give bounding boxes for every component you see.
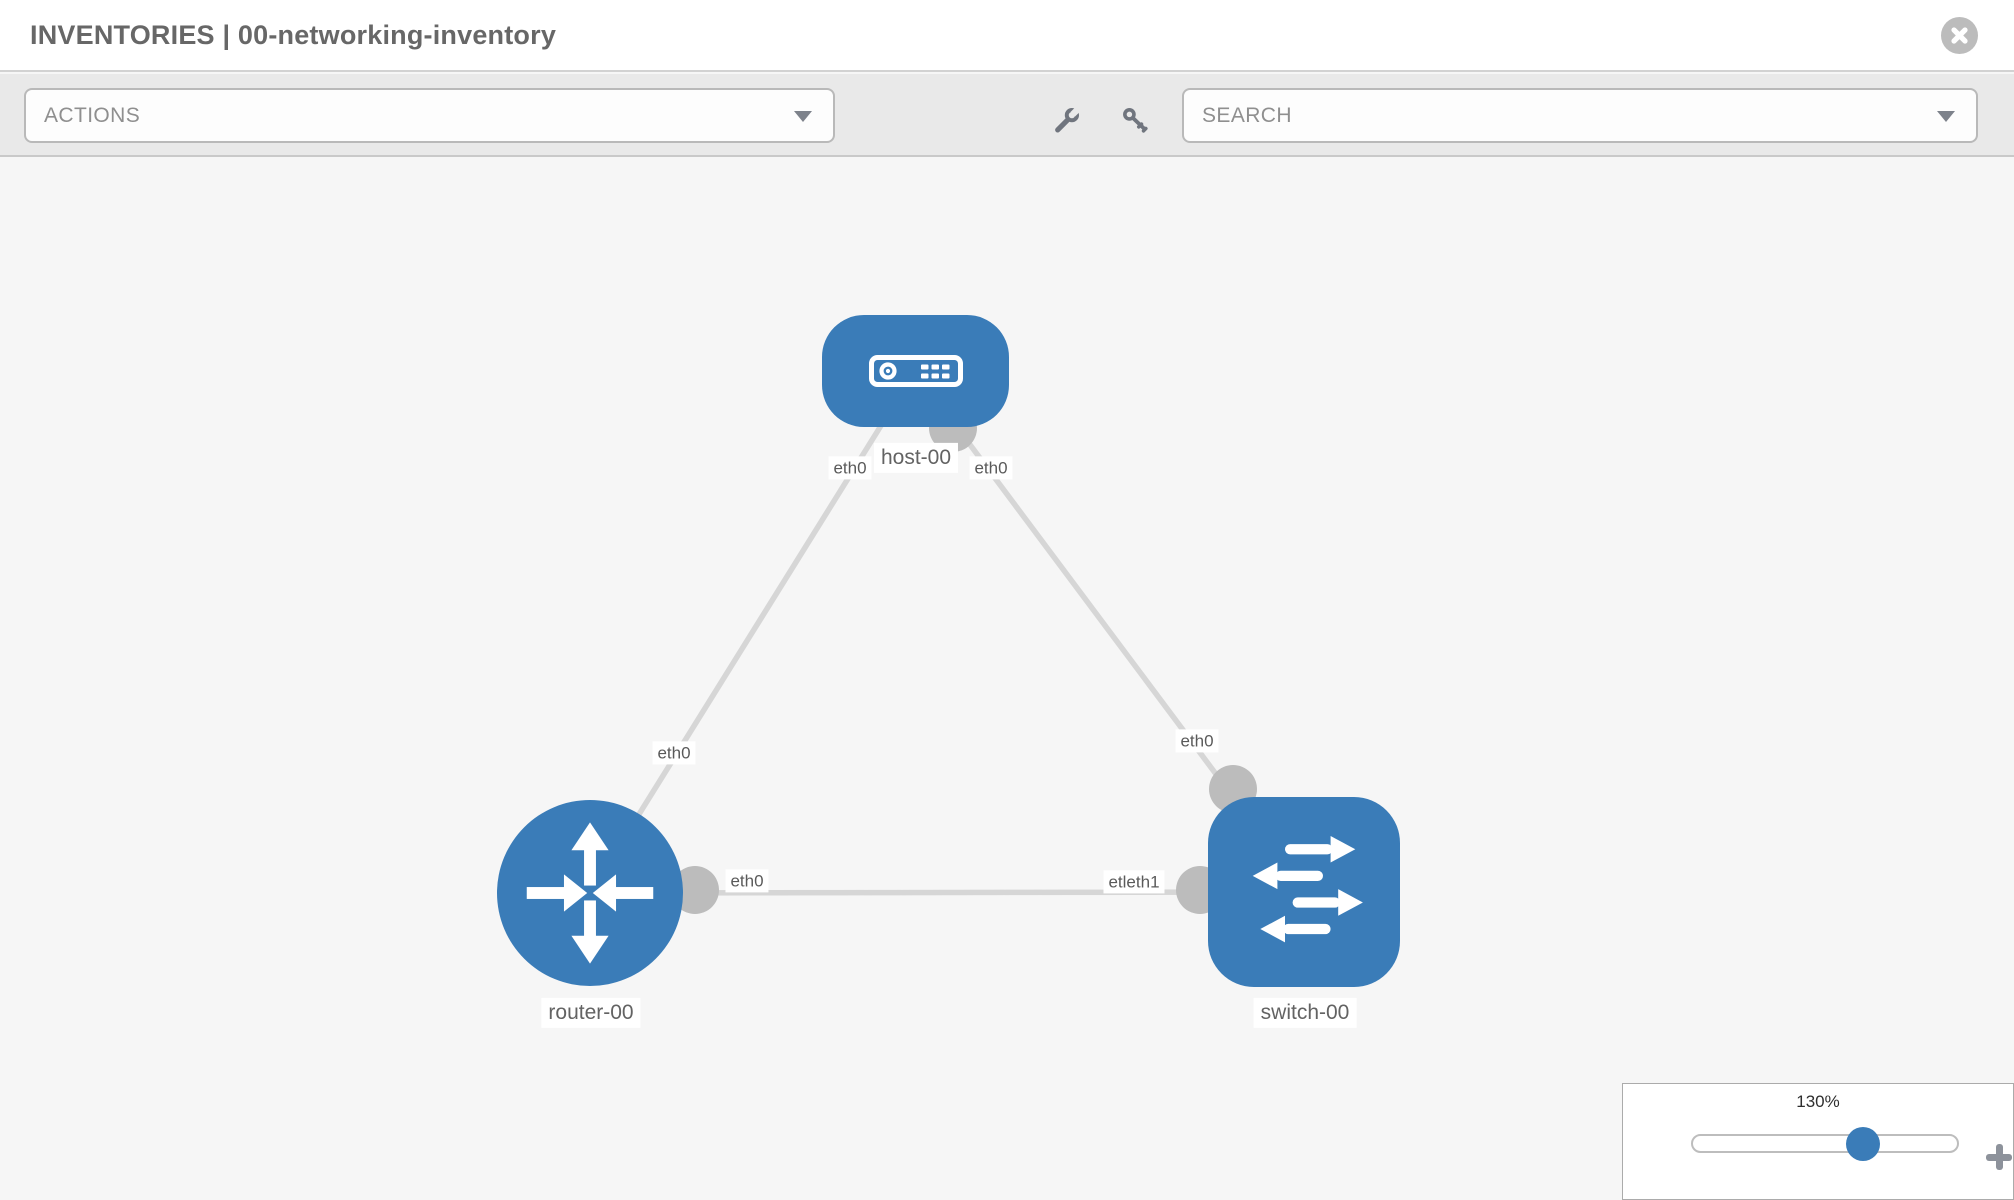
- port-label-host-left: eth0: [828, 456, 872, 480]
- zoom-level: 130%: [1796, 1092, 1840, 1111]
- toolbar: ACTIONS SEARCH: [0, 74, 2014, 157]
- close-icon: [1951, 26, 1968, 44]
- wrench-button[interactable]: [1047, 100, 1087, 140]
- topology-canvas[interactable]: host-00 router-00 switch-00 eth0 eth0 et…: [0, 157, 2014, 1200]
- node-label-router: router-00: [541, 997, 641, 1029]
- switch-icon: [1208, 797, 1400, 987]
- port-circle-router: [671, 866, 719, 914]
- zoom-out-button[interactable]: [1647, 1130, 1681, 1158]
- node-label-switch: switch-00: [1253, 997, 1357, 1029]
- zoom-in-button[interactable]: [1969, 1127, 2003, 1161]
- key-button[interactable]: [1115, 100, 1155, 140]
- node-label-host: host-00: [873, 442, 959, 474]
- zoom-panel: 130%: [1622, 1083, 2014, 1200]
- search-placeholder: SEARCH: [1202, 103, 1292, 127]
- zoom-slider-track[interactable]: [1691, 1134, 1959, 1153]
- port-label-switch-top: eth0: [1175, 729, 1219, 753]
- actions-dropdown-label: ACTIONS: [44, 103, 141, 127]
- router-icon: [497, 800, 683, 986]
- links-layer: [587, 369, 1307, 914]
- actions-dropdown[interactable]: ACTIONS: [24, 88, 835, 143]
- key-icon: [1121, 106, 1149, 134]
- node-host-00[interactable]: [822, 315, 1009, 427]
- zoom-slider-knob[interactable]: [1846, 1127, 1880, 1161]
- close-button[interactable]: [1941, 16, 1978, 54]
- search-dropdown[interactable]: SEARCH: [1182, 88, 1978, 143]
- chevron-down-icon: [794, 110, 812, 122]
- page-title: INVENTORIES | 00-networking-inventory: [30, 19, 557, 50]
- port-label-router-top: eth0: [652, 741, 696, 765]
- port-label-link-left: eth0: [725, 869, 769, 893]
- wrench-icon: [1053, 106, 1081, 134]
- port-label-host-right: eth0: [969, 456, 1013, 480]
- header-bar: INVENTORIES | 00-networking-inventory: [0, 0, 2014, 72]
- chevron-down-icon: [1937, 110, 1955, 122]
- port-label-link-right: etleth1: [1103, 870, 1165, 894]
- node-router-00[interactable]: [497, 800, 683, 986]
- node-switch-00[interactable]: [1208, 797, 1400, 987]
- host-icon: [868, 355, 963, 387]
